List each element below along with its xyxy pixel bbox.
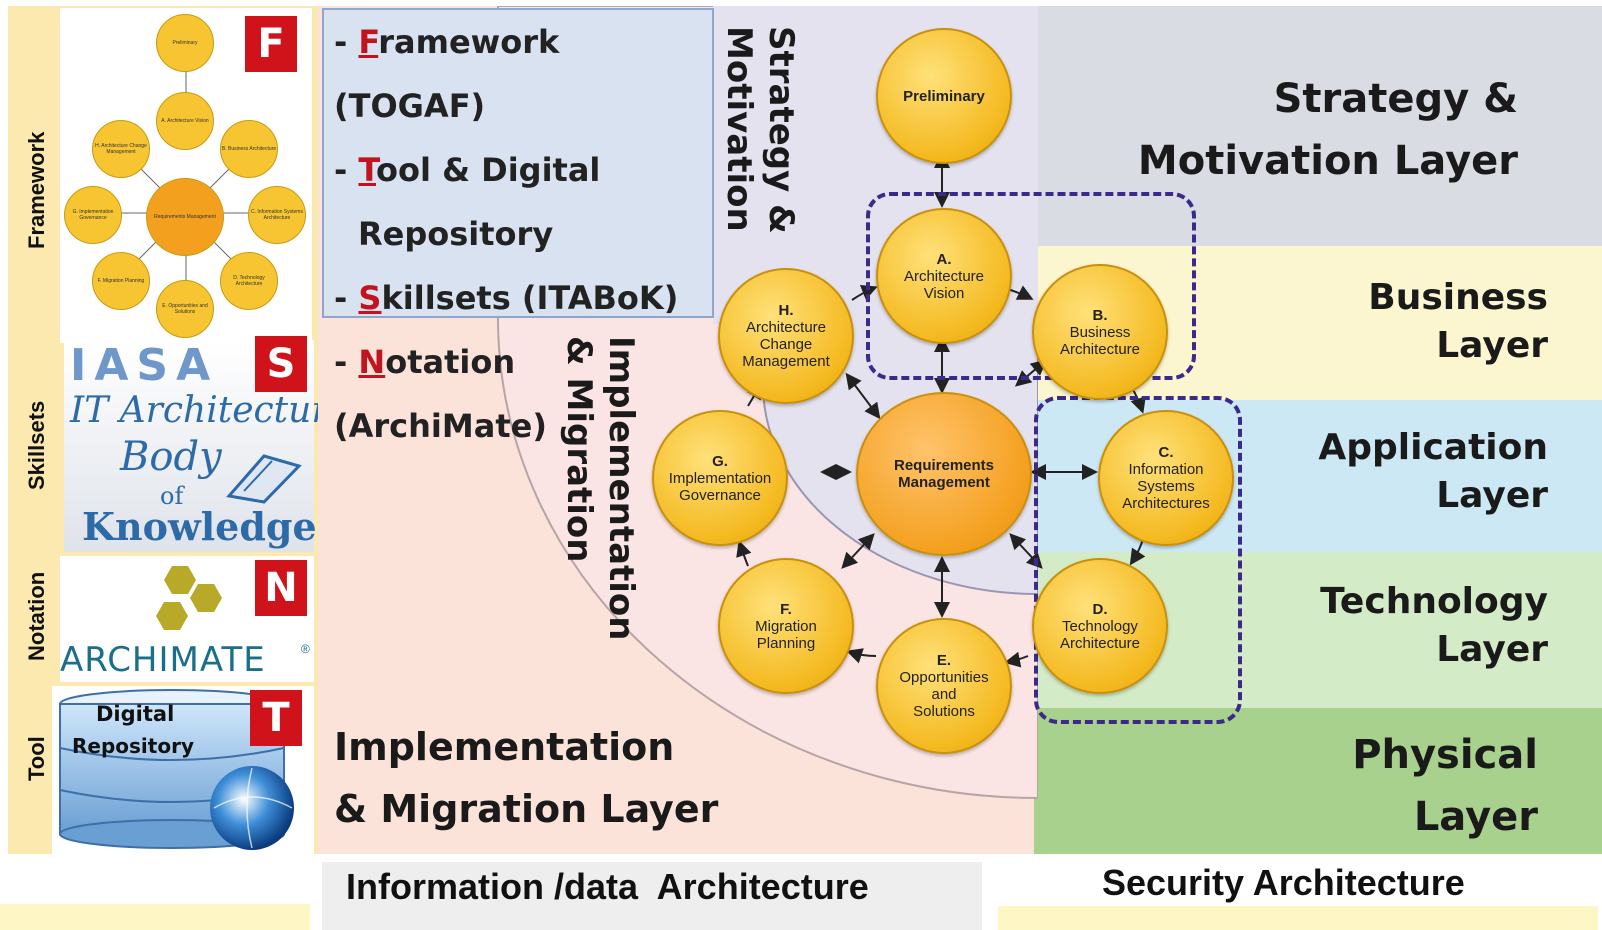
mini-node-c: C. Information Systems Architecture xyxy=(248,186,306,244)
adm-node-preliminary: Preliminary xyxy=(876,28,1012,164)
archimate-text: ARCHIMATE xyxy=(60,640,266,680)
sidebar-label-tool: Tool xyxy=(24,736,49,782)
itabok-line-1: IT Architecture xyxy=(70,390,350,431)
mini-node-preliminary: Preliminary xyxy=(156,14,214,72)
letter-box-f: F xyxy=(245,16,297,72)
adm-node-c: C. Information Systems Architectures xyxy=(1098,410,1234,546)
adm-arrows xyxy=(736,152,1146,668)
footer-right-strip xyxy=(998,906,1598,930)
repository-label-1: Digital xyxy=(96,702,175,726)
itabok-line-4: Knowledge xyxy=(82,504,317,549)
framework-item-repository: Repository xyxy=(358,215,554,253)
adm-node-d: D. Technology Architecture xyxy=(1032,558,1168,694)
framework-item-notation: - Notation (ArchiMate) xyxy=(334,343,547,445)
adm-node-h: H. Architecture Change Management xyxy=(718,268,854,404)
letter-box-t: T xyxy=(250,690,302,746)
main-diagram: - Framework (TOGAF) - Tool & Digital Rep… xyxy=(318,6,1602,854)
framework-list-box: - Framework (TOGAF) - Tool & Digital Rep… xyxy=(322,8,714,445)
archimate-hexagons-icon xyxy=(156,566,222,630)
letter-box-n: N xyxy=(255,560,307,616)
itabok-line-2: Body xyxy=(120,434,222,480)
implementation-migration-vertical: Implementation & Migration xyxy=(559,336,641,641)
physical-layer-title: Physical Layer xyxy=(1352,732,1538,840)
footer-left-strip xyxy=(0,904,310,930)
implementation-layer-title: Implementation & Migration Layer xyxy=(334,725,719,831)
footer-information-box xyxy=(322,862,982,930)
application-layer-title: Application Layer xyxy=(1318,427,1548,516)
adm-node-requirements-management: Requirements Management xyxy=(856,392,1032,556)
adm-node-a: A. Architecture Vision xyxy=(876,208,1012,344)
adm-node-f: F. Migration Planning xyxy=(718,558,854,694)
sidebar-label-framework: Framework xyxy=(24,131,49,249)
archimate-reg: ® xyxy=(301,642,310,656)
mini-node-a: A. Architecture Vision xyxy=(156,92,214,150)
framework-item-skillsets: - Skillsets (ITABoK) xyxy=(334,279,679,317)
adm-node-e: E. Opportunities and Solutions xyxy=(876,618,1012,754)
mini-node-f: F. Migration Planning xyxy=(92,252,150,310)
framework-item-togaf: - Framework (TOGAF) xyxy=(334,23,560,125)
iasa-logo: IASA xyxy=(70,340,219,391)
framework-item-tool: - Tool & Digital xyxy=(334,151,601,189)
mini-node-d: D. Technology Architecture xyxy=(220,252,278,310)
mini-node-g: G. Implementation Governance xyxy=(64,186,122,244)
book-icon xyxy=(226,454,302,504)
dashed-box-vision-business xyxy=(866,192,1196,380)
repository-label-2: Repository xyxy=(72,734,194,758)
mini-node-e: E. Opportunities and Solutions xyxy=(156,280,214,338)
business-layer-title: Business Layer xyxy=(1368,277,1548,366)
sidebar-label-notation: Notation xyxy=(24,571,49,661)
strategy-layer-title: Strategy & Motivation Layer xyxy=(1137,76,1518,184)
sidebar-label-skillsets: Skillsets xyxy=(24,400,49,490)
footer-security-architecture: Security Architecture xyxy=(1102,862,1465,903)
footer-information-architecture: Information /data Architecture xyxy=(346,866,869,907)
strategy-motivation-vertical: Strategy & Motivation xyxy=(719,26,801,234)
mini-node-h: H. Architecture Change Management xyxy=(92,120,150,178)
letter-box-s: S xyxy=(255,336,307,392)
physical-layer xyxy=(1034,708,1602,854)
mini-node-b: B. Business Architecture xyxy=(220,120,278,178)
technology-layer-title: Technology Layer xyxy=(1320,581,1548,670)
adm-node-b: B. Business Architecture xyxy=(1032,264,1168,400)
dashed-box-is-technology xyxy=(1034,396,1242,724)
adm-node-g: G. Implementation Governance xyxy=(652,410,788,546)
database-icon xyxy=(59,689,294,850)
mini-node-rm: Requirements Management xyxy=(146,178,224,256)
itabok-line-3: of xyxy=(160,482,184,510)
